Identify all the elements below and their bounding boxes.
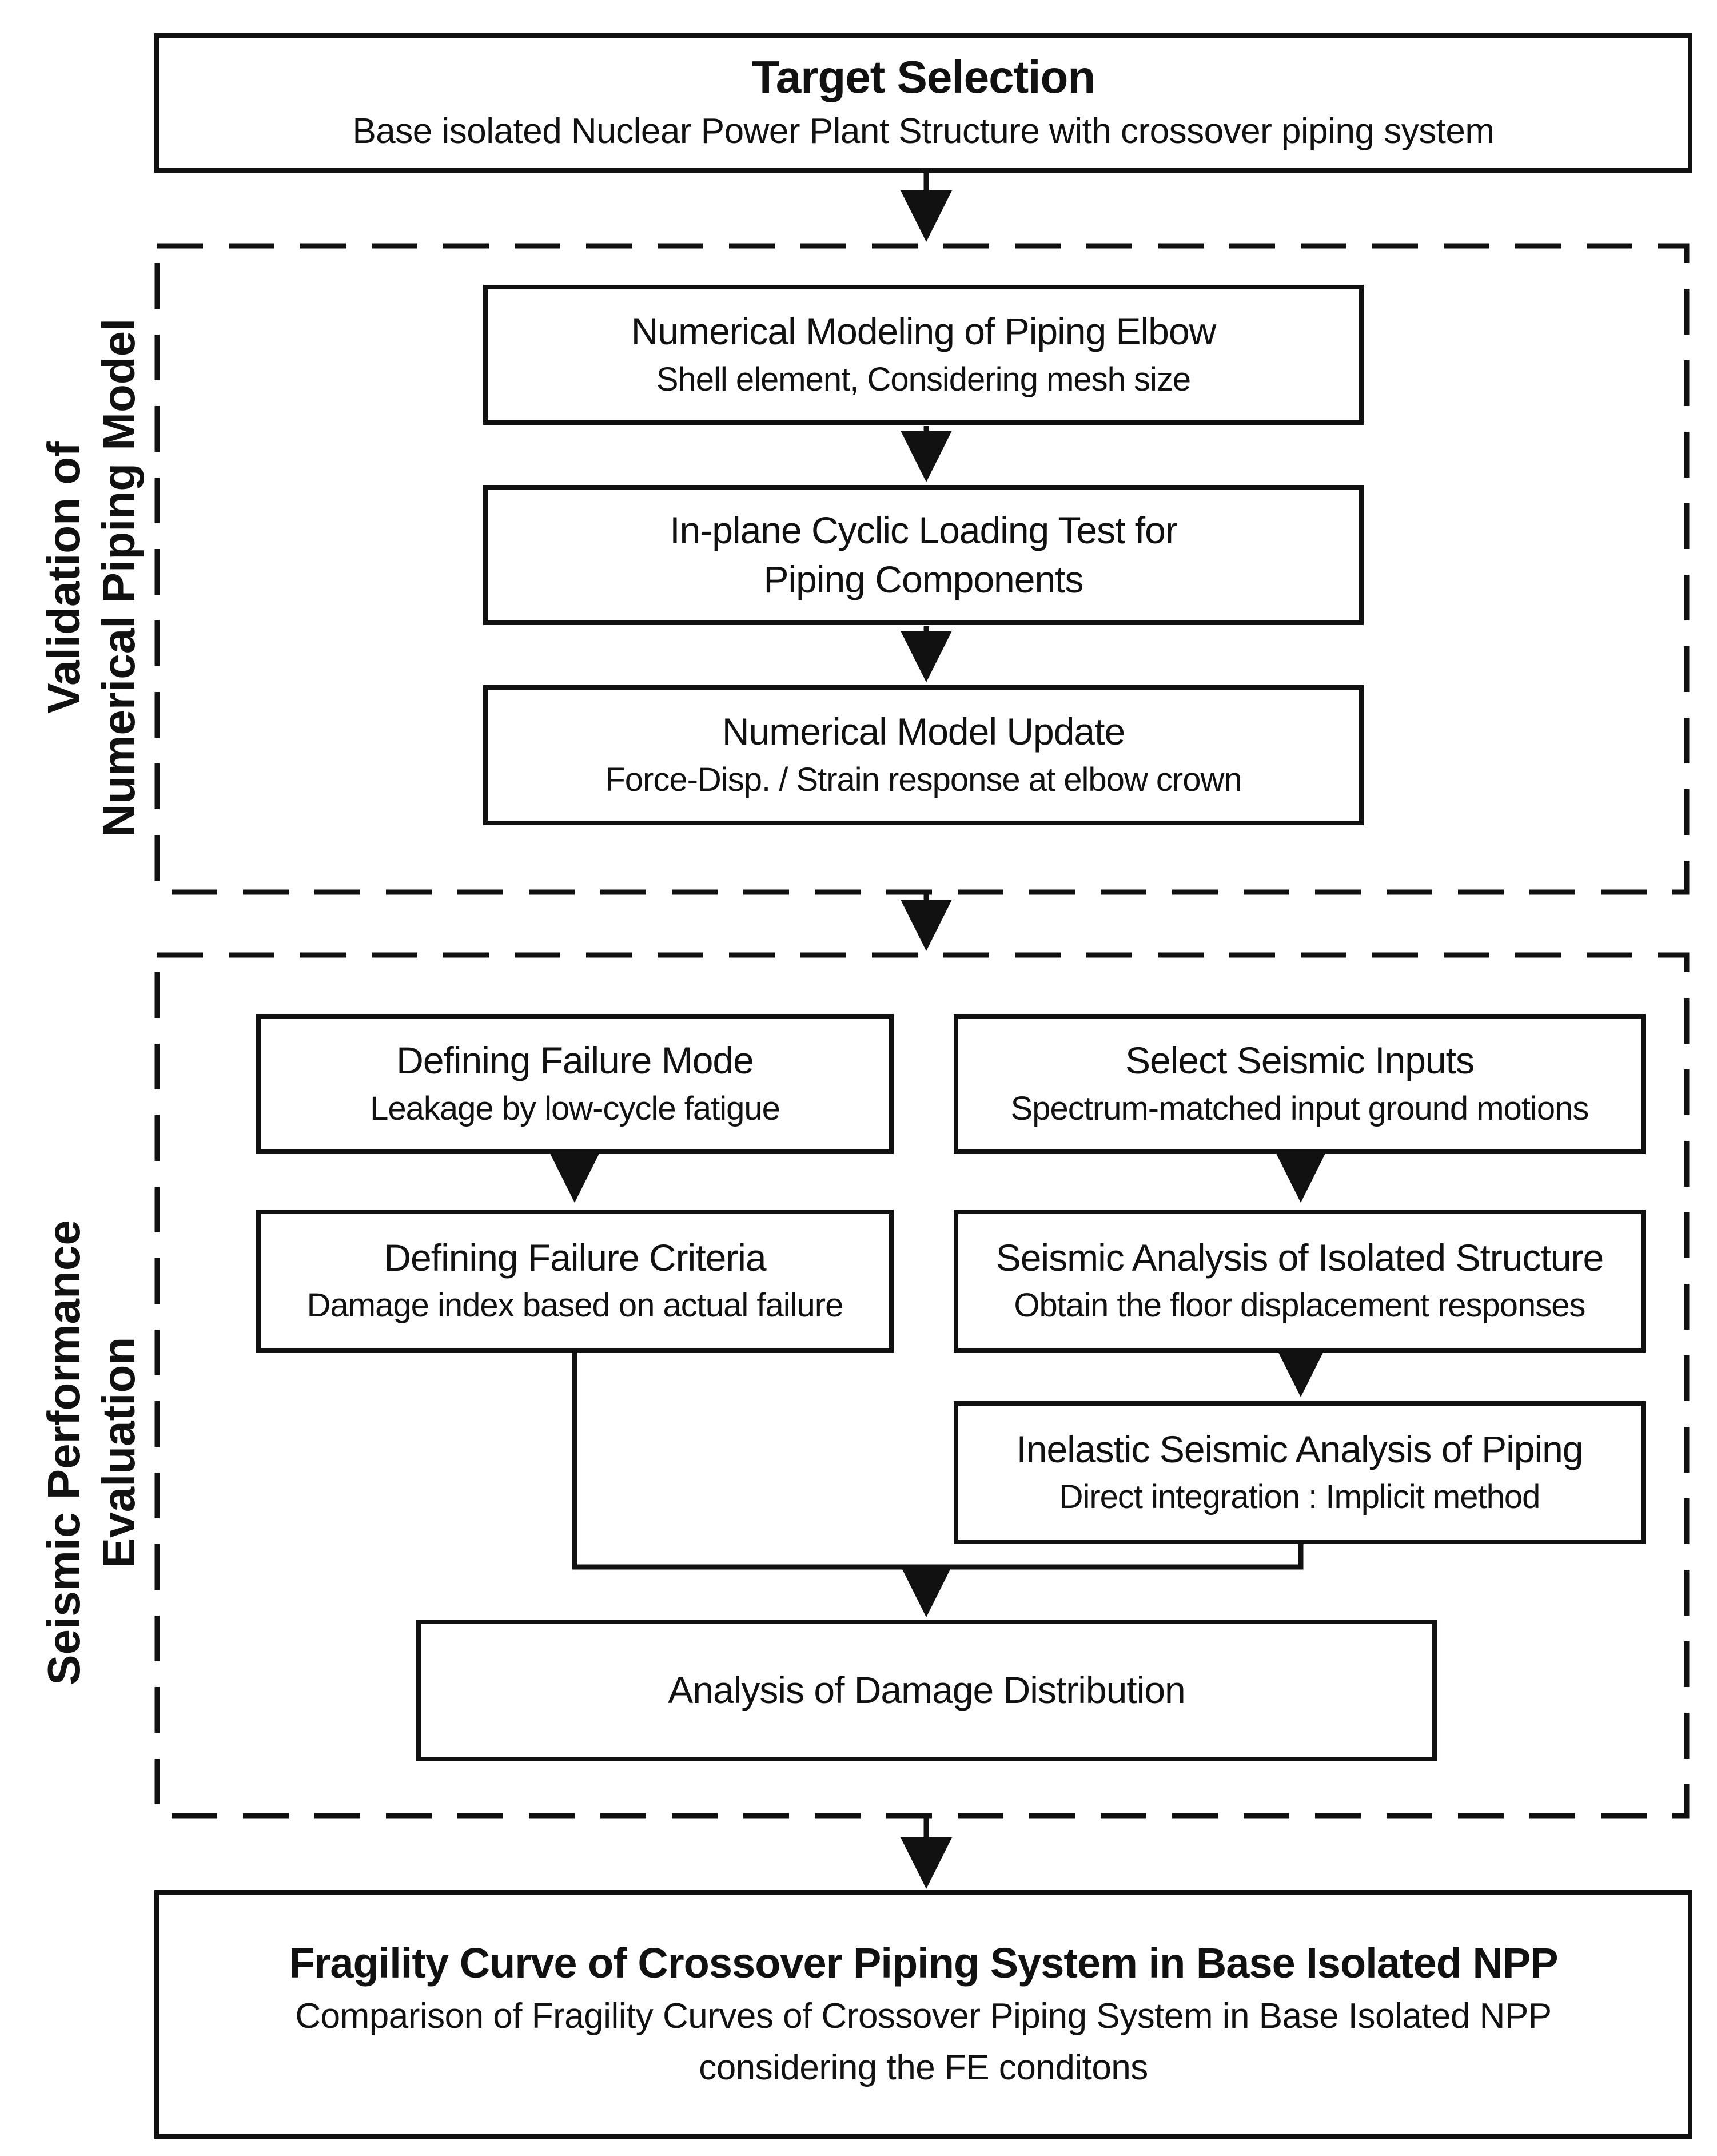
damage-distribution-title: Analysis of Damage Distribution [668,1669,1185,1712]
failure-mode-title: Defining Failure Mode [396,1039,754,1081]
failure-criteria-subtitle: Damage index based on actual failure [306,1287,844,1324]
seismic-inputs-title: Select Seismic Inputs [1125,1039,1475,1081]
inelastic-analysis-box: Inelastic Seismic Analysis of Piping Dir… [954,1401,1646,1544]
numerical-modeling-title: Numerical Modeling of Piping Elbow [631,310,1217,352]
damage-distribution-box: Analysis of Damage Distribution [416,1620,1437,1761]
fragility-curve-subtitle-line2: considering the FE conditons [699,2047,1148,2087]
fragility-curve-title: Fragility Curve of Crossover Piping Syst… [289,1939,1558,1987]
model-update-title: Numerical Model Update [722,710,1125,753]
numerical-modeling-box: Numerical Modeling of Piping Elbow Shell… [483,285,1364,425]
seismic-group-frame [154,952,1690,1819]
model-update-box: Numerical Model Update Force-Disp. / Str… [483,685,1364,825]
target-selection-title: Target Selection [751,51,1095,103]
inelastic-analysis-subtitle: Direct integration : Implicit method [1059,1478,1541,1516]
cyclic-loading-test-title: In-plane Cyclic Loading Test for [670,508,1178,551]
merge-line-criteria [572,1353,926,1570]
validation-label-line1: Validation of [38,441,89,714]
merge-line-inelastic [926,1544,1304,1570]
model-update-subtitle: Force-Disp. / Strain response at elbow c… [605,761,1242,798]
isolated-analysis-box: Seismic Analysis of Isolated Structure O… [954,1210,1646,1353]
seismic-inputs-subtitle: Spectrum-matched input ground motions [1010,1089,1589,1127]
fragility-curve-box: Fragility Curve of Crossover Piping Syst… [154,1890,1692,2139]
cyclic-loading-test-subtitle: Piping Components [763,558,1083,600]
seismic-inputs-box: Select Seismic Inputs Spectrum-matched i… [954,1014,1646,1154]
validation-group-label: Validation of Numerical Piping Model [37,319,146,837]
target-selection-box: Target Selection Base isolated Nuclear P… [154,33,1692,173]
seismic-group-label: Seismic Performance Evaluation [37,1220,146,1685]
isolated-analysis-title: Seismic Analysis of Isolated Structure [995,1236,1604,1279]
numerical-modeling-subtitle: Shell element, Considering mesh size [656,360,1191,398]
failure-criteria-title: Defining Failure Criteria [384,1236,766,1279]
isolated-analysis-subtitle: Obtain the floor displacement responses [1014,1287,1585,1324]
seismic-label-line2: Evaluation [93,1336,144,1569]
validation-label-line2: Numerical Piping Model [93,318,144,837]
failure-mode-subtitle: Leakage by low-cycle fatigue [370,1089,780,1127]
validation-group-frame [154,243,1690,895]
inelastic-analysis-title: Inelastic Seismic Analysis of Piping [1016,1427,1583,1470]
target-selection-subtitle: Base isolated Nuclear Power Plant Struct… [352,112,1495,152]
fragility-curve-subtitle-line1: Comparison of Fragility Curves of Crosso… [295,1996,1552,2036]
cyclic-loading-test-box: In-plane Cyclic Loading Test for Piping … [483,485,1364,625]
failure-mode-box: Defining Failure Mode Leakage by low-cyc… [256,1014,894,1154]
failure-criteria-box: Defining Failure Criteria Damage index b… [256,1210,894,1353]
seismic-label-line1: Seismic Performance [38,1220,89,1685]
